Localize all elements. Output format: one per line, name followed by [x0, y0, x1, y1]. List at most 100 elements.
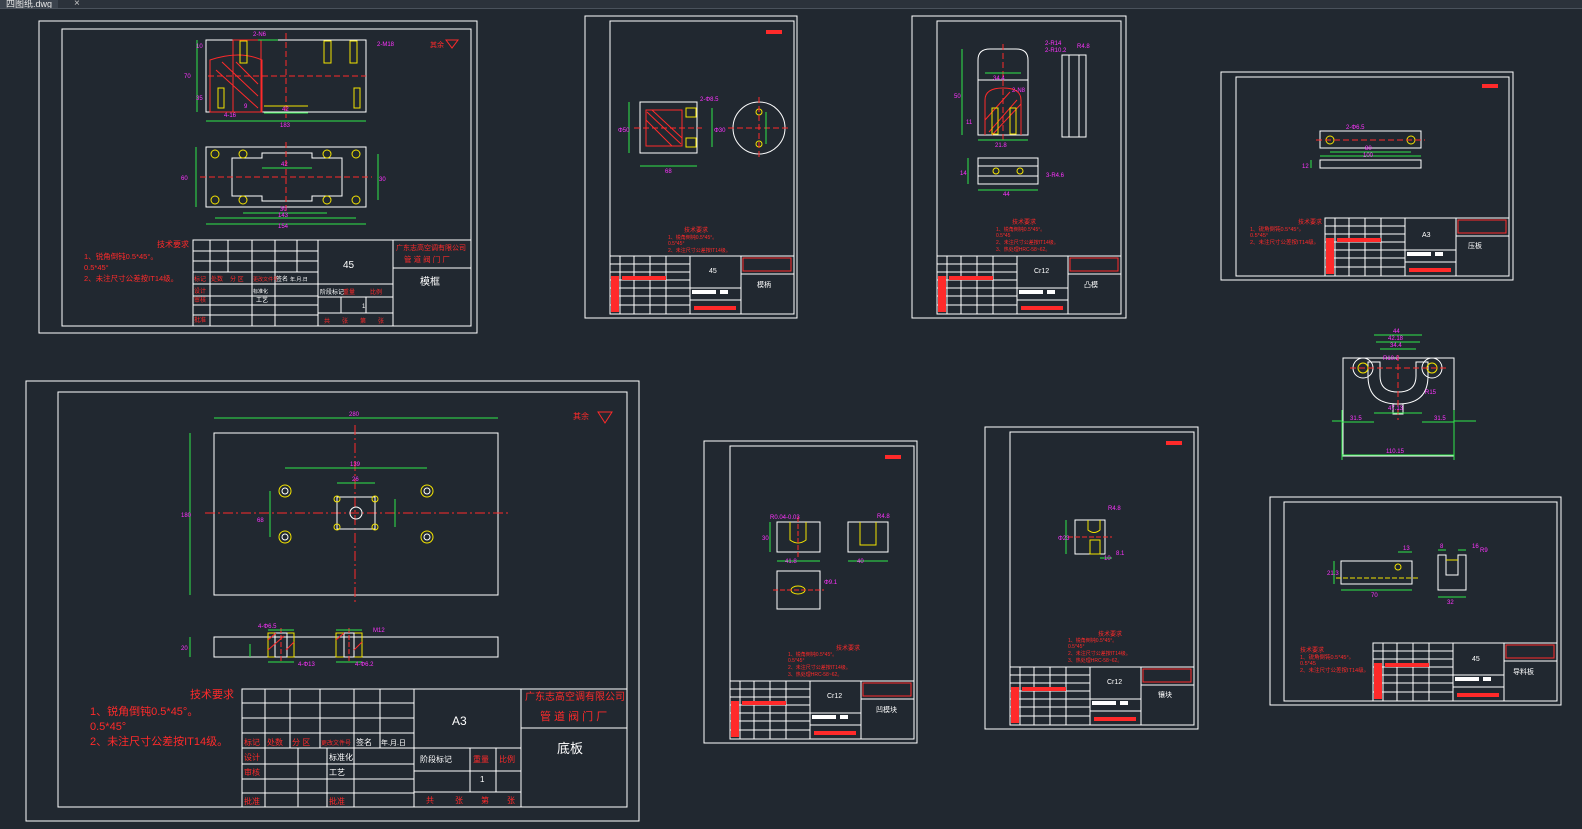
title-block-cell: 张 [378, 317, 384, 325]
dim-label: Φ30 [714, 128, 726, 134]
title-block-cell: 第 [360, 317, 366, 325]
close-icon[interactable]: × [74, 0, 80, 9]
dim-label: 34.4 [993, 76, 1005, 82]
document-tab[interactable]: 四图纸.dwg [0, 0, 59, 8]
title-block-cell: 共 [324, 317, 330, 325]
note-line: 2、未注尺寸公差按IT14级。 [788, 664, 851, 671]
material-label: Cr12 [827, 693, 842, 700]
note-line: 2、未注尺寸公差按IT14级。 [90, 734, 228, 748]
dim-label: R4.8 [1108, 506, 1121, 512]
dim-label: 4-Φ6.2 [355, 662, 374, 668]
title-block-cell: 张 [455, 796, 463, 805]
sheet-press-plate[interactable]: 2-Φ6.5 80 100 12 技术要求 1、锐角倒钝0.5*45°。 0.5… [1220, 71, 1514, 281]
dim-label: 180 [181, 513, 192, 519]
dim-label: R10.2 [1383, 356, 1400, 362]
dim-label: Φ9.1 [824, 580, 838, 586]
dim-label: 8.1 [1116, 551, 1125, 557]
dim-label: 2-R14 [1045, 41, 1062, 47]
dim-label: 80 [1365, 146, 1372, 152]
title-block-cell: 张 [507, 796, 515, 805]
title-block-cell: 重量 [343, 288, 355, 296]
note-line: 1、锐角倒钝0.5*45°。 [90, 704, 198, 718]
dim-label: 154 [278, 224, 289, 230]
dim-label: 2-Φ8.5 [700, 97, 719, 103]
base-side-view [189, 628, 499, 663]
dim-label: 26 [352, 477, 359, 483]
note-line: 1、锐角倒钝0.5*45°。 [84, 251, 158, 261]
dim-label: 8 [1440, 544, 1444, 550]
material-label: 45 [709, 268, 717, 275]
dept-name: 管 道 阀 门 厂 [540, 709, 607, 723]
sheet-mold-frame[interactable]: 2-N6 2-M18 10 70 35 42 4-16 183 9 [38, 20, 478, 334]
dim-label: 100 [1363, 153, 1374, 159]
note-line: 0.5*45° [668, 241, 684, 247]
guide-plate-view [1333, 549, 1467, 598]
sheet-guide-plate[interactable]: 13 8 16 R9 21.3 70 32 技术要求 1、锐角倒钝0.5*45°… [1269, 496, 1562, 706]
dim-label: 2-N8 [1012, 88, 1026, 94]
shank-view [628, 97, 790, 167]
title-block-cell: 标记 [244, 737, 260, 747]
dim-label: 2-Φ6.5 [1346, 125, 1365, 131]
dim-label: 60 [181, 176, 188, 182]
dim-label: 143 [278, 213, 289, 219]
dim-label: R4.8 [1077, 44, 1090, 50]
dim-label: R0.04-0.03 [770, 515, 800, 521]
title-block [241, 688, 628, 808]
note-line: 0.5*45° [84, 263, 109, 272]
material-label: 45 [343, 260, 355, 271]
title-block-cell: 1 [362, 304, 366, 310]
sheet-punch[interactable]: 2-R14 2-R10.2 R4.8 34.4 2-N8 50 11 21.8 … [911, 15, 1127, 319]
dim-label: 280 [349, 412, 360, 418]
document-tab-title: 四图纸.dwg [6, 0, 53, 8]
dim-label: 34.4 [1390, 343, 1402, 349]
title-block-cell: 批准 [194, 316, 206, 324]
sheet-insert[interactable]: R4.8 Φ23 10 8.1 技术要求 1、锐角倒钝0.5*45°。 0.5*… [984, 426, 1199, 730]
title-block-cell: 工艺 [329, 768, 345, 777]
note-line: 2、未注尺寸公差按IT14级。 [1068, 650, 1131, 657]
sheet-base-plate[interactable]: 280 139 26 180 68 4-Φ6.5 M12 4-Φ13 4-Φ6.… [25, 380, 640, 822]
title-block-cell: 阶段标记 [320, 288, 344, 296]
note-line: 2、未注尺寸公差按IT14级。 [84, 273, 178, 283]
note-line: 0.5*45° [1068, 644, 1084, 650]
dim-label: 3-R4.6 [1046, 173, 1065, 179]
dim-label: 4-Φ13 [298, 662, 315, 668]
dim-label: 110.15 [1386, 449, 1405, 455]
roughness-icon [597, 411, 613, 424]
title-block-cell: 重量 [473, 754, 489, 764]
dim-label: 31.5 [1434, 416, 1446, 422]
note-line: 1、锐角倒钝0.5*45°。 [788, 651, 837, 658]
company-name: 广东志高空调有限公司 [525, 690, 625, 703]
dim-label: 11 [966, 120, 973, 126]
sheet-bracket-sketch[interactable]: 44 42.18 34.4 R10.2 R15 47.13 31.5 31.5 … [1332, 329, 1476, 460]
dim-label: 4-16 [224, 113, 237, 119]
title-block [1324, 217, 1510, 277]
title-block-cell: 工艺 [256, 296, 268, 304]
part-name: 凹模块 [876, 705, 897, 714]
title-block [1372, 642, 1558, 702]
sheet-die-block[interactable]: R0.04-0.03 R4.8 30 41.8 40 Φ9.1 技术要求 1、锐… [703, 440, 918, 744]
title-block-cell: 分 区 [292, 738, 310, 747]
dim-label: 10 [196, 44, 203, 50]
dim-label: 16 [1472, 544, 1479, 550]
drawing-canvas[interactable]: 2-N6 2-M18 10 70 35 42 4-16 183 9 [0, 9, 1582, 829]
note-line: 0.5*45° [90, 721, 126, 733]
note-line: 3、热处理HRC-58~62。 [996, 246, 1050, 253]
material-label: Cr12 [1034, 268, 1049, 275]
dim-label: 44 [1003, 192, 1010, 198]
notes-title: 技术要求 [1298, 218, 1322, 226]
dim-label: 42 [281, 162, 288, 168]
dim-label: 31.5 [1350, 416, 1362, 422]
note-line: 1、锐角倒钝0.5*45°。 [1300, 653, 1354, 661]
notes-title: 技术要求 [684, 226, 708, 234]
part-name: 导料板 [1513, 667, 1534, 676]
note-line: 2、未注尺寸公差按IT14级。 [1300, 666, 1369, 674]
title-block-cell: 审核 [244, 767, 260, 777]
part-name: 凸模 [1084, 280, 1098, 289]
bracket-view [1332, 334, 1476, 460]
sheet-die-shank[interactable]: 2-Φ8.5 Φ50 68 Φ30 技术要求 1、锐角倒钝0.5*45°。 0.… [584, 15, 798, 319]
material-label: A3 [1422, 232, 1431, 239]
title-block-cell: 标准化 [253, 288, 268, 295]
roughness-label: 其余 [573, 411, 589, 421]
note-line: 1、锐角倒钝0.5*45°。 [1250, 225, 1304, 233]
title-block-cell: 更改文件号 [253, 276, 278, 283]
